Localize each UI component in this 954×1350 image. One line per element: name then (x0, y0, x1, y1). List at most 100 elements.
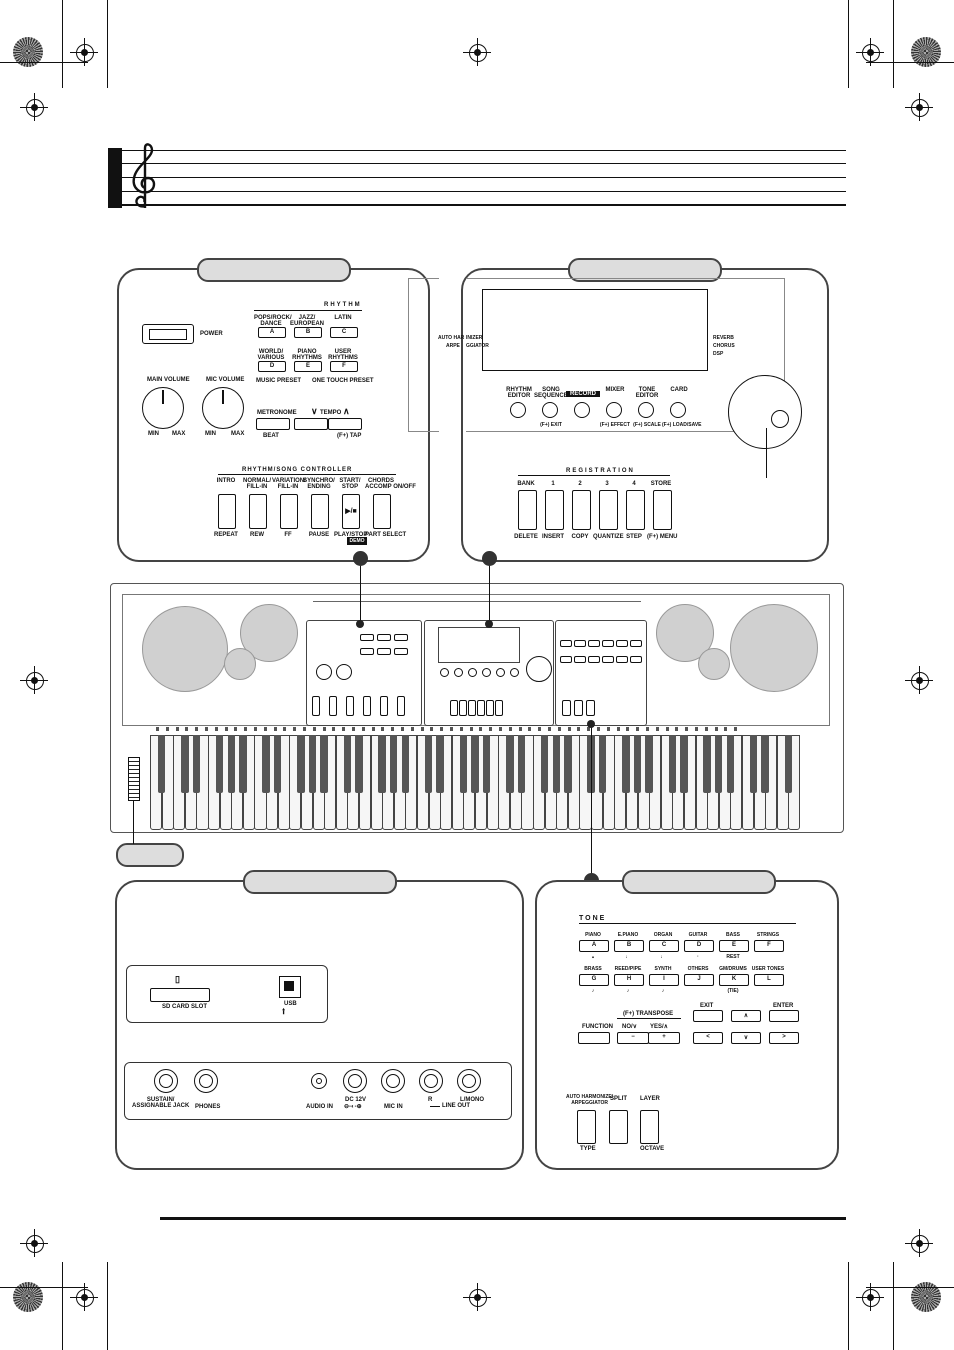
black-key[interactable] (784, 735, 793, 793)
black-key[interactable] (703, 735, 711, 793)
usb-port[interactable] (279, 976, 301, 998)
metronome-button[interactable] (256, 418, 290, 430)
line-out-l-jack[interactable] (457, 1069, 481, 1093)
tone-button[interactable]: I (649, 974, 679, 986)
black-key[interactable] (401, 735, 410, 793)
mode-button[interactable] (542, 402, 558, 418)
mode-button[interactable] (638, 402, 654, 418)
controller-button[interactable] (218, 494, 236, 529)
black-key[interactable] (424, 735, 433, 793)
tone-button[interactable]: L (754, 974, 784, 986)
rhythm-group-button[interactable]: A (258, 327, 286, 338)
controller-button[interactable]: ▶/■ (342, 494, 360, 529)
cursor-left-button[interactable]: < (693, 1032, 723, 1044)
black-key[interactable] (622, 735, 630, 793)
black-key[interactable] (308, 735, 317, 793)
black-key[interactable] (215, 735, 224, 793)
black-key[interactable] (564, 735, 572, 793)
tone-button[interactable]: C (649, 940, 679, 952)
split-button[interactable] (609, 1110, 628, 1144)
black-key[interactable] (390, 735, 398, 793)
no-minus-button[interactable]: − (617, 1032, 649, 1044)
black-key[interactable] (471, 735, 479, 793)
registration-button[interactable] (653, 490, 672, 530)
registration-button[interactable] (572, 490, 591, 530)
black-key[interactable] (262, 735, 270, 793)
mic-volume-knob[interactable] (202, 387, 244, 429)
controller-button[interactable] (249, 494, 267, 529)
tone-button[interactable]: A (579, 940, 609, 952)
black-key[interactable] (726, 735, 735, 793)
cursor-down-button[interactable]: ∨ (731, 1032, 761, 1044)
mode-button[interactable] (510, 402, 526, 418)
black-key[interactable] (355, 735, 363, 793)
black-key[interactable] (378, 735, 386, 793)
pitch-bend-wheel[interactable] (128, 757, 140, 801)
black-key[interactable] (227, 735, 235, 793)
yes-plus-button[interactable]: + (648, 1032, 680, 1044)
black-key[interactable] (645, 735, 653, 793)
exit-button[interactable] (693, 1010, 723, 1022)
black-key[interactable] (633, 735, 642, 793)
black-key[interactable] (320, 735, 328, 793)
tone-button[interactable]: J (684, 974, 714, 986)
registration-button[interactable] (599, 490, 618, 530)
audio-in-jack[interactable] (311, 1073, 327, 1089)
controller-button[interactable] (373, 494, 391, 529)
tone-button[interactable]: E (719, 940, 749, 952)
black-key[interactable] (273, 735, 282, 793)
rhythm-group-button[interactable]: D (258, 361, 286, 372)
main-volume-knob[interactable] (142, 387, 184, 429)
registration-button[interactable] (518, 490, 537, 530)
line-out-r-jack[interactable] (419, 1069, 443, 1093)
controller-button[interactable] (280, 494, 298, 529)
rhythm-group-button[interactable]: B (294, 327, 322, 338)
tone-button[interactable]: D (684, 940, 714, 952)
mode-button[interactable] (574, 402, 590, 418)
registration-button[interactable] (545, 490, 564, 530)
black-key[interactable] (343, 735, 352, 793)
phones-jack[interactable] (194, 1069, 218, 1093)
dc-12v-jack[interactable] (343, 1069, 367, 1093)
enter-button[interactable] (769, 1010, 799, 1022)
black-key[interactable] (239, 735, 247, 793)
black-key[interactable] (668, 735, 677, 793)
rhythm-group-button[interactable]: F (330, 361, 358, 372)
black-key[interactable] (297, 735, 305, 793)
black-key[interactable] (598, 735, 607, 793)
mic-in-jack[interactable] (381, 1069, 405, 1093)
black-key[interactable] (157, 735, 166, 793)
black-key[interactable] (540, 735, 549, 793)
black-key[interactable] (482, 735, 491, 793)
black-key[interactable] (715, 735, 723, 793)
controller-button[interactable] (311, 494, 329, 529)
mode-button[interactable] (670, 402, 686, 418)
cursor-up-button[interactable]: ∧ (731, 1010, 761, 1022)
tone-button[interactable]: K (719, 974, 749, 986)
black-key[interactable] (506, 735, 514, 793)
dial[interactable] (728, 375, 802, 449)
black-key[interactable] (192, 735, 201, 793)
mode-button[interactable] (606, 402, 622, 418)
sustain-jack[interactable] (154, 1069, 178, 1093)
black-key[interactable] (459, 735, 468, 793)
rhythm-group-button[interactable]: E (294, 361, 322, 372)
black-key[interactable] (552, 735, 560, 793)
black-key[interactable] (749, 735, 758, 793)
tone-button[interactable]: G (579, 974, 609, 986)
auto-harmonize-button[interactable] (577, 1110, 596, 1144)
rhythm-group-button[interactable]: C (330, 327, 358, 338)
black-key[interactable] (436, 735, 444, 793)
tone-button[interactable]: F (754, 940, 784, 952)
tempo-down-button[interactable] (294, 418, 328, 430)
black-key[interactable] (181, 735, 189, 793)
layer-button[interactable] (640, 1110, 659, 1144)
function-button[interactable] (578, 1032, 610, 1044)
tone-button[interactable]: B (614, 940, 644, 952)
black-key[interactable] (761, 735, 769, 793)
sd-card-slot[interactable] (150, 988, 210, 1002)
black-key[interactable] (680, 735, 688, 793)
registration-button[interactable] (626, 490, 645, 530)
black-key[interactable] (517, 735, 526, 793)
tempo-up-button[interactable] (328, 418, 362, 430)
